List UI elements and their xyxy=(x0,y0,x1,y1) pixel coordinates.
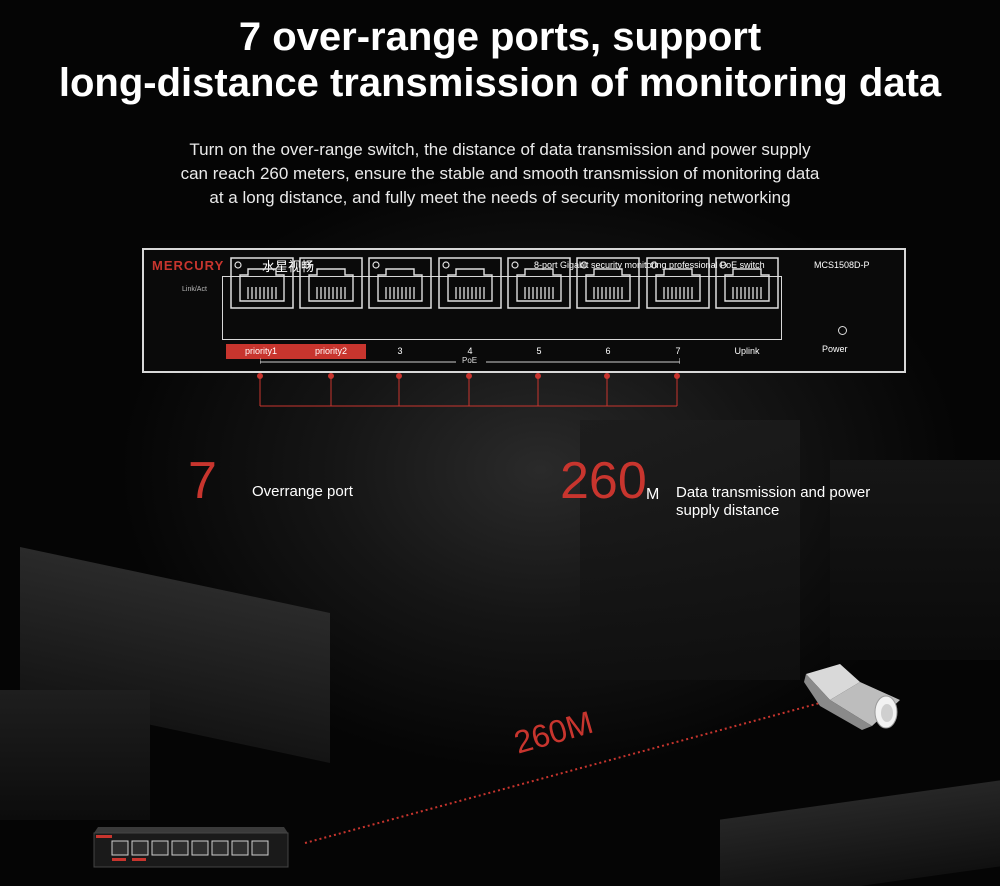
stat-distance-unit: M xyxy=(646,486,660,503)
ports-group xyxy=(222,276,782,340)
brand-logo: MERCURY xyxy=(152,258,225,273)
stat-overrange-port-count: 7 xyxy=(188,452,217,510)
stat-distance-number: 260 xyxy=(560,452,647,510)
background-building-tower xyxy=(580,420,800,680)
ethernet-port-icon xyxy=(576,257,640,309)
port-label-uplink: Uplink xyxy=(734,346,760,356)
ethernet-port-icon xyxy=(715,257,779,309)
stat-distance-text-line-2: supply distance xyxy=(676,502,780,519)
ethernet-port-icon xyxy=(368,257,432,309)
poe-bracket xyxy=(260,358,680,364)
headline: 7 over-range ports, support long-distanc… xyxy=(0,14,1000,106)
power-led-icon xyxy=(838,326,847,335)
port-label-4: 4 xyxy=(467,346,473,356)
ethernet-port-icon xyxy=(299,257,363,309)
switch-front-panel: MERCURY 水星视畅 8-port Gigabit security mon… xyxy=(142,248,906,373)
poe-label: PoE xyxy=(462,356,478,365)
port-label-5: 5 xyxy=(536,346,542,356)
port-label-7: 7 xyxy=(675,346,681,356)
ethernet-port-icon xyxy=(230,257,294,309)
description-line-2: can reach 260 meters, ensure the stable … xyxy=(180,164,820,183)
description: Turn on the over-range switch, the dista… xyxy=(140,138,860,210)
headline-line-2: long-distance transmission of monitoring… xyxy=(58,61,942,105)
port-label-3: 3 xyxy=(397,346,403,356)
stat-distance-text: Data transmission and power supply dista… xyxy=(676,484,870,520)
model-number: MCS1508D-P xyxy=(814,260,870,270)
headline-line-1: 7 over-range ports, support xyxy=(238,15,762,59)
link-act-label: Link/Act xyxy=(182,286,207,293)
stat-overrange-port-text: Overrange port xyxy=(252,483,353,500)
ethernet-port-icon xyxy=(507,257,571,309)
port-label-6: 6 xyxy=(605,346,611,356)
port-label-priority1: priority1 xyxy=(226,344,296,359)
product-description: 8-port Gigabit security monitoring profe… xyxy=(534,260,765,270)
background-building-tower-right xyxy=(830,460,1000,660)
stat-distance-text-line-1: Data transmission and power xyxy=(676,484,871,501)
ethernet-port-icon xyxy=(646,257,710,309)
power-label: Power xyxy=(822,344,848,354)
overrange-port-connector xyxy=(257,373,680,407)
security-camera-icon xyxy=(804,664,900,730)
description-line-1: Turn on the over-range switch, the dista… xyxy=(189,140,811,159)
brand-name-cn: 水星视畅 xyxy=(262,260,315,275)
background-building-block-left xyxy=(0,690,150,820)
description-line-3: at a long distance, and fully meet the n… xyxy=(209,188,791,207)
small-switch-icon xyxy=(93,827,289,868)
port-label-priority2: priority2 xyxy=(296,344,366,359)
ethernet-port-icon xyxy=(438,257,502,309)
